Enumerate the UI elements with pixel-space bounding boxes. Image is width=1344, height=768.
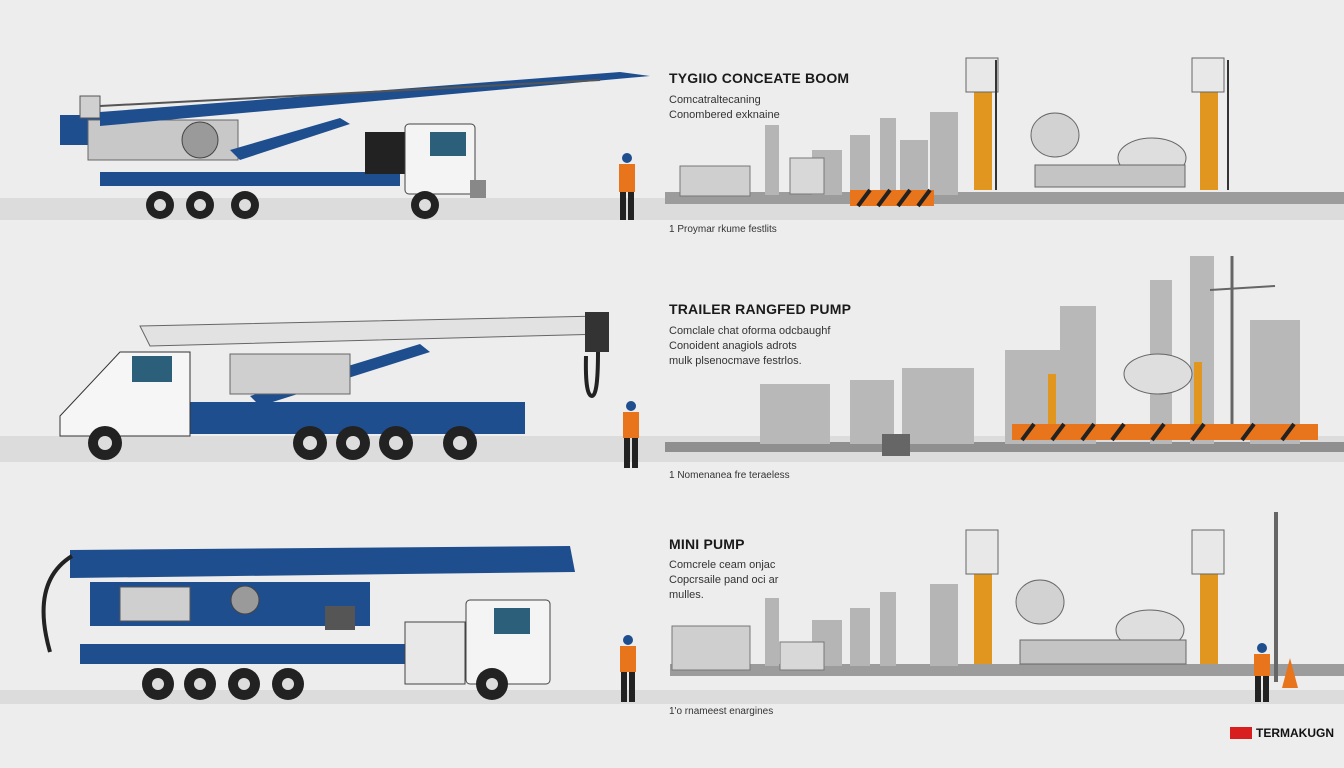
boom-scene [0, 57, 1344, 220]
construction-site-illustration [670, 512, 1344, 702]
mini-pump-scene [0, 512, 1344, 704]
boom-truck-illustration [60, 72, 650, 219]
worker-figure [620, 635, 636, 702]
trailer-scene [0, 256, 1344, 468]
worker-figure [1254, 643, 1270, 702]
tower-crane-left [965, 529, 999, 664]
section-title: TRAILER RANGFED PUMP [669, 301, 852, 317]
description-line: Conombered exknaine [669, 109, 780, 121]
description-line: Comcrele ceam onjac [669, 559, 776, 571]
construction-site-illustration [665, 256, 1344, 456]
section-description: Comcrele ceam onjac Copcrsaile pand oci … [669, 558, 778, 603]
description-line: Conoident anagiols adrots [669, 340, 797, 352]
section-title: TYGIIO CONCEATE BOOM [669, 70, 850, 86]
description-line: Comclale chat oforma odcbaughf [669, 325, 831, 337]
construction-site-illustration [665, 57, 1344, 208]
tower-crane-left [965, 57, 999, 190]
brand-mark-icon [1230, 727, 1252, 739]
description-line: Comcatraltecaning [669, 94, 761, 106]
tower-crane [1209, 256, 1276, 426]
section-caption: 1'o rnameest enargines [669, 706, 774, 717]
section-title: MINI PUMP [669, 536, 745, 552]
worker-figure [623, 401, 639, 468]
description-line: mulles. [669, 589, 704, 601]
section-concrete-boom: TYGIIO CONCEATE BOOM Comcatraltecaning C… [0, 0, 1344, 256]
trailer-truck-illustration [59, 312, 609, 460]
brand-name: TERMAKUGN [1256, 726, 1334, 740]
description-line: Copcrsaile pand oci ar [669, 574, 779, 586]
section-mini-pump: MINI PUMP Comcrele ceam onjac Copcrsaile… [0, 512, 1344, 768]
section-description: Comcatraltecaning Conombered exknaine [669, 93, 780, 123]
section-description: Comclale chat oforma odcbaughf Conoident… [669, 324, 830, 369]
section-caption: 1 Proymar rkume festlits [669, 224, 777, 235]
tower-crane-right [1191, 57, 1229, 190]
worker-figure [619, 153, 635, 220]
section-trailer-pump: TRAILER RANGFED PUMP Comclale chat oform… [0, 256, 1344, 512]
brand-logo: TERMAKUGN [1230, 726, 1334, 740]
mini-pump-truck-illustration [41, 546, 575, 700]
tower-crane-right [1191, 529, 1225, 664]
description-line: mulk plsenocmave festrlos. [669, 355, 802, 367]
section-caption: 1 Nomenanea fre teraeless [669, 470, 790, 481]
